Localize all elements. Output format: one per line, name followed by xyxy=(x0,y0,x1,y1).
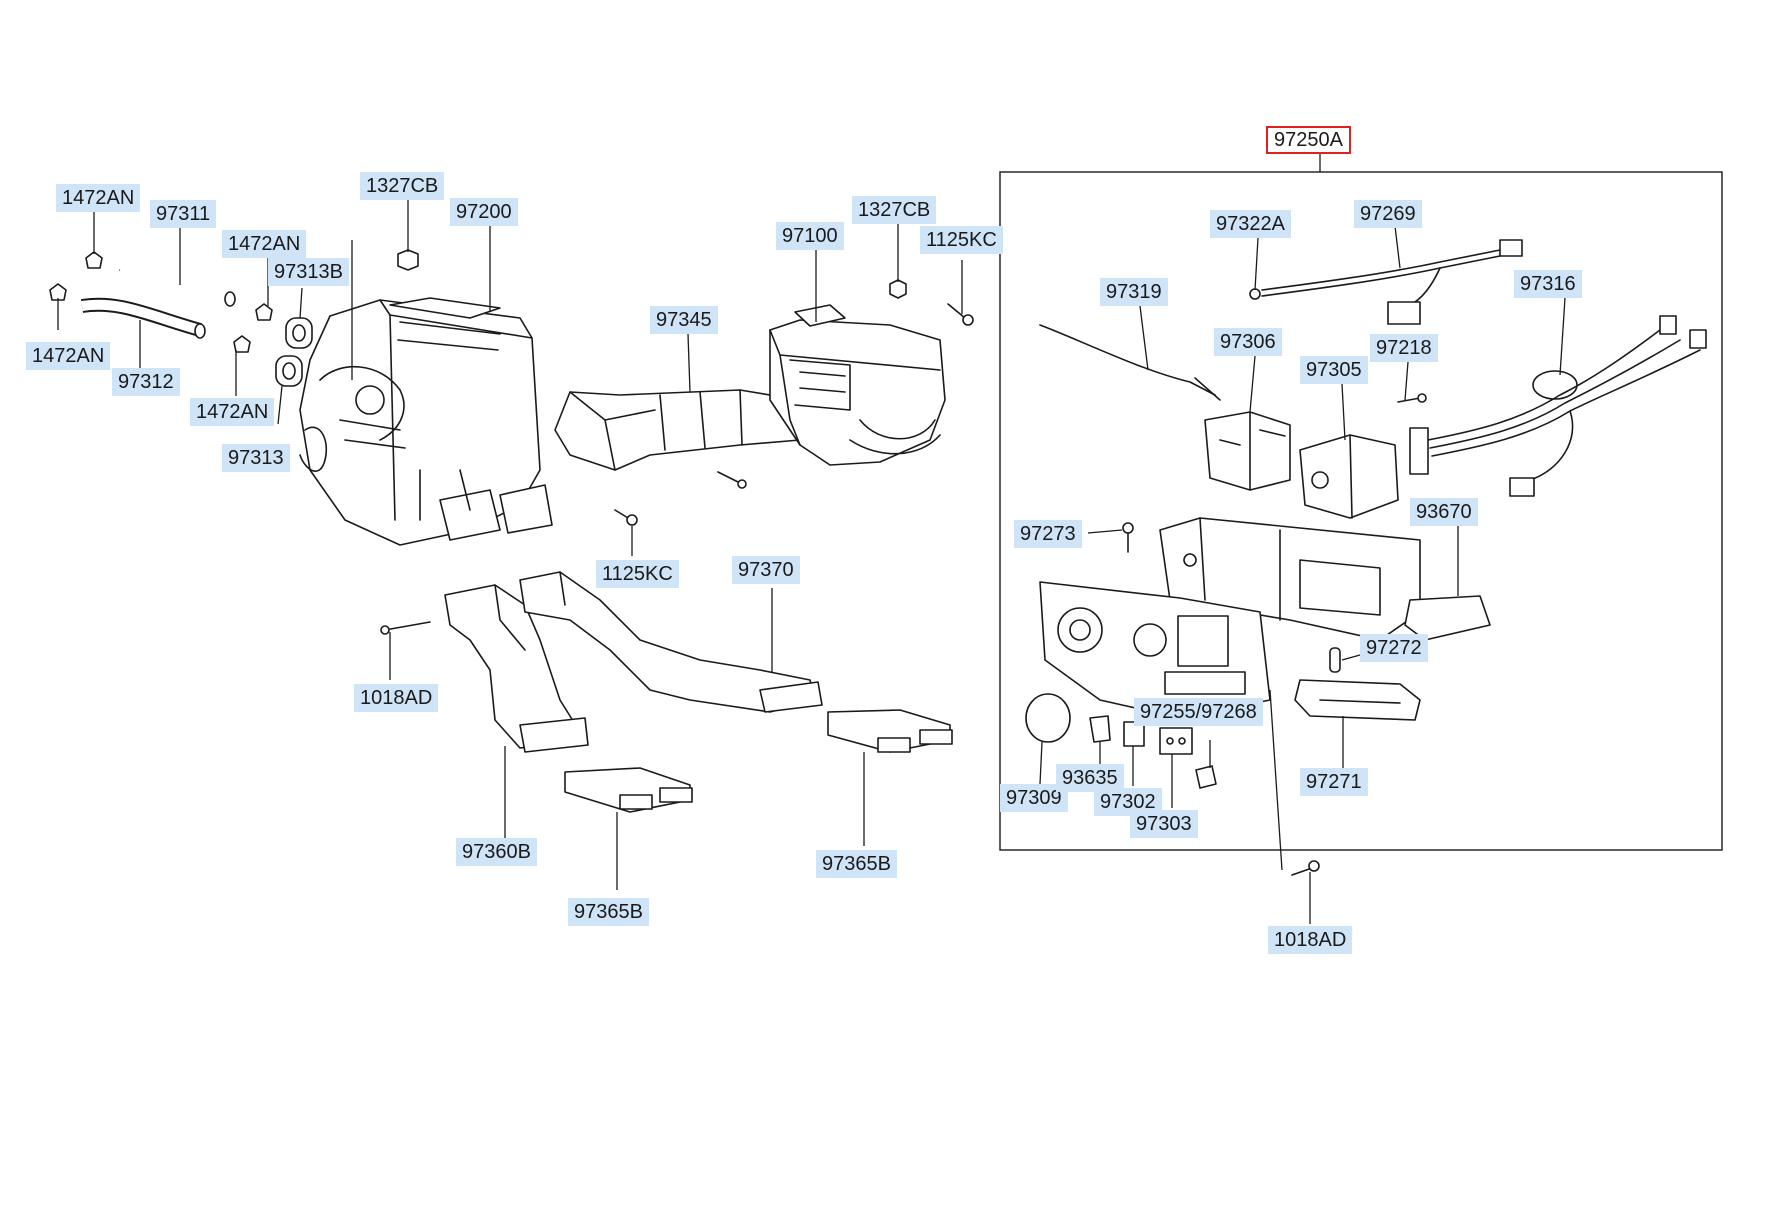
callout-97316[interactable]: 97316 xyxy=(1514,270,1582,298)
callout-1018AD[interactable]: 1018AD xyxy=(354,684,439,712)
callout-97365B[interactable]: 97365B xyxy=(816,850,897,878)
callout-1472AN[interactable]: 1472AN xyxy=(26,342,111,370)
callout-97306[interactable]: 97306 xyxy=(1214,328,1282,356)
callout-97365B[interactable]: 97365B xyxy=(568,898,649,926)
blower-unit-97100 xyxy=(769,304,946,466)
callout-97313B[interactable]: 97313B xyxy=(268,258,349,286)
callout-97218[interactable]: 97218 xyxy=(1370,334,1438,362)
bulb-97272 xyxy=(1329,647,1341,673)
control-panel xyxy=(1039,581,1271,719)
grommet-97313B xyxy=(285,317,313,349)
sensor-97322A xyxy=(1249,288,1261,300)
callout-97303[interactable]: 97303 xyxy=(1130,810,1198,838)
screw-1125KC-a xyxy=(947,303,974,326)
callout-97319[interactable]: 97319 xyxy=(1100,278,1168,306)
callout-1327CB[interactable]: 1327CB xyxy=(852,196,937,224)
screw-97218 xyxy=(1397,393,1427,403)
module-93670 xyxy=(1404,595,1491,641)
callout-1125KC[interactable]: 1125KC xyxy=(596,560,679,588)
clamp-1472AN-b xyxy=(49,283,67,301)
cable-97319 xyxy=(1039,324,1221,401)
duct-97360B xyxy=(444,584,589,753)
callout-97255-97268[interactable]: 97255/97268 xyxy=(1134,698,1263,726)
callout-97273[interactable]: 97273 xyxy=(1014,520,1082,548)
callout-97200[interactable]: 97200 xyxy=(450,198,518,226)
bracket-body xyxy=(1159,517,1421,641)
callout-97345[interactable]: 97345 xyxy=(650,306,718,334)
switch-97306 xyxy=(1204,411,1291,491)
knob-97309 xyxy=(1025,693,1071,743)
harness-97316 xyxy=(1409,315,1707,497)
callout-93670[interactable]: 93670 xyxy=(1410,498,1478,526)
callout-97271[interactable]: 97271 xyxy=(1300,768,1368,796)
callout-1472AN[interactable]: 1472AN xyxy=(190,398,275,426)
knob-93635 xyxy=(1089,715,1111,743)
vent-97365B-b xyxy=(827,709,953,753)
clamp-1472AN-c xyxy=(255,303,273,321)
vent-97365B-a xyxy=(564,767,693,813)
callout-97269[interactable]: 97269 xyxy=(1354,200,1422,228)
callout-1472AN[interactable]: 1472AN xyxy=(56,184,141,212)
callout-1125KC[interactable]: 1125KC xyxy=(920,226,1003,254)
screw-97273 xyxy=(1122,522,1134,553)
callout-97305[interactable]: 97305 xyxy=(1300,356,1368,384)
screw-1018AD-a xyxy=(380,621,431,635)
callout-97272[interactable]: 97272 xyxy=(1360,634,1428,662)
clip-97255 xyxy=(1195,765,1217,789)
nut-1327CB-b xyxy=(889,279,907,299)
callout-93635[interactable]: 93635 xyxy=(1056,764,1124,792)
heater-unit-97200 xyxy=(299,297,553,546)
leader-lines-left xyxy=(57,200,963,890)
callout-97360B[interactable]: 97360B xyxy=(456,838,537,866)
hose-97312 xyxy=(80,297,206,339)
callout-1327CB[interactable]: 1327CB xyxy=(360,172,445,200)
callout-1018AD[interactable]: 1018AD xyxy=(1268,926,1353,954)
hose-97311 xyxy=(118,262,236,307)
nut-1327CB-a xyxy=(397,249,419,271)
callout-1472AN[interactable]: 1472AN xyxy=(222,230,307,258)
grommet-97313 xyxy=(275,355,303,387)
callout-97100[interactable]: 97100 xyxy=(776,222,844,250)
screw-1018AD-b xyxy=(1291,860,1320,876)
callout-97311[interactable]: 97311 xyxy=(150,200,217,228)
clamp-1472AN-d xyxy=(233,335,251,353)
kit-frame-97250A xyxy=(999,171,1723,851)
screw-duct xyxy=(717,471,747,489)
callout-97370[interactable]: 97370 xyxy=(732,556,800,584)
motor-97305 xyxy=(1299,434,1399,519)
callout-97312[interactable]: 97312 xyxy=(112,368,180,396)
callout-97250A-selected[interactable]: 97250A xyxy=(1266,126,1351,154)
callout-97322A[interactable]: 97322A xyxy=(1210,210,1291,238)
screw-1125KC-b xyxy=(614,509,638,526)
leader-lines-right xyxy=(1039,225,1566,924)
harness-97269 xyxy=(1261,239,1523,325)
button-97303 xyxy=(1159,727,1193,755)
duct-97370 xyxy=(519,571,823,713)
duct-97345 xyxy=(554,389,801,471)
switch-97271 xyxy=(1294,679,1421,721)
callout-97313[interactable]: 97313 xyxy=(222,444,290,472)
clamp-1472AN-a xyxy=(85,251,103,269)
